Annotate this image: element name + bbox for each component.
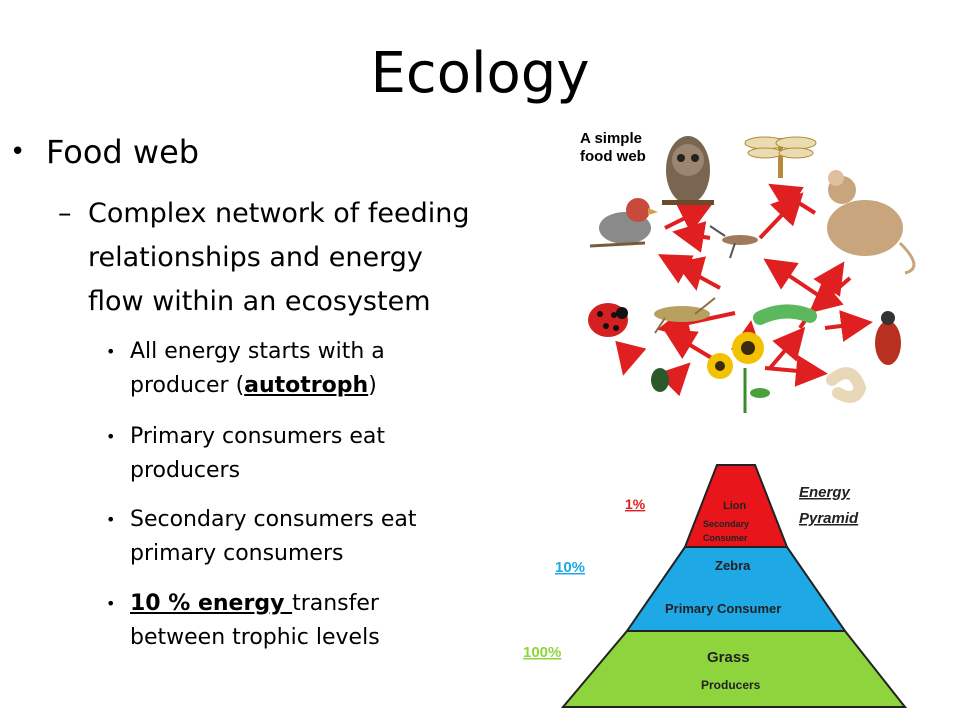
pyramid-lion-label: Lion [723,500,746,512]
slide-title: Ecology [370,41,590,106]
pyramid-percent-1: 1% [625,496,646,512]
energy-term: 10 % energy [130,591,293,616]
bullet-dot: • [106,427,116,446]
food-web-label-line: food web [580,148,646,165]
bullet-dot: • [106,594,116,613]
grub-icon [826,367,867,403]
text-segment: transfer [292,591,379,616]
bullet-line: between trophic levels [130,625,380,650]
bullet-line: flow within an ecosystem [88,286,431,317]
food-web-image: A simple food web [570,118,930,438]
beetle-icon [875,311,901,365]
pyramid-percent-10: 10% [555,559,585,576]
pyramid-lion-role: Secondary [703,519,749,529]
caterpillar-icon [753,304,817,325]
bullet-dot: • [106,342,116,361]
food-web-label-line: A simple [580,130,642,147]
pyramid-level-grass [560,630,908,708]
small-beetle-icon [651,368,669,392]
bullet-line: Secondary consumers eat [130,507,417,532]
bird-icon [589,198,658,248]
mosquito-icon [709,225,758,259]
food-web-drawing [588,136,916,413]
bullet-line: Primary consumers eat [130,424,386,449]
autotroph-term: autotroph [244,373,369,398]
energy-pyramid-drawing: Lion Secondary Consumer Zebra Primary Co… [523,464,908,708]
pyramid-zebra-role: Primary Consumer [665,601,781,616]
pyramid-percent-100: 100% [523,644,561,661]
bullet-text: Food web [46,133,200,171]
bullet-line: All energy starts with a [130,339,385,364]
sunflower-icon [707,332,770,413]
pyramid-title: Energy [799,484,851,501]
bullet-line: producers [130,458,241,483]
bullet-line: Complex network of feeding [88,198,470,229]
bullet-line: producer (autotroph) [130,369,385,403]
bullet-dot: • [10,137,26,167]
pyramid-grass-label: Grass [707,649,750,666]
grasshopper-icon [654,297,716,334]
pyramid-grass-role: Producers [701,678,761,692]
bullet-line: relationships and energy [88,242,423,273]
energy-pyramid: Lion Secondary Consumer Zebra Primary Co… [515,455,960,720]
pyramid-title: Pyramid [799,510,859,527]
owl-icon [662,136,714,205]
bullet-dash: – [58,198,72,229]
text-segment: ) [368,373,377,398]
bullet-line: 10 % energy transfer [130,587,380,621]
dragonfly-icon [744,136,817,178]
ladybug-icon [588,303,628,337]
pyramid-lion-role: Consumer [703,533,748,543]
pyramid-zebra-label: Zebra [715,558,751,573]
text-segment: producer ( [130,373,245,398]
mouse-icon [827,170,916,275]
bullet-line: primary consumers [130,541,344,566]
food-web-label: A simple food web [580,130,646,166]
bullet-dot: • [106,510,116,529]
